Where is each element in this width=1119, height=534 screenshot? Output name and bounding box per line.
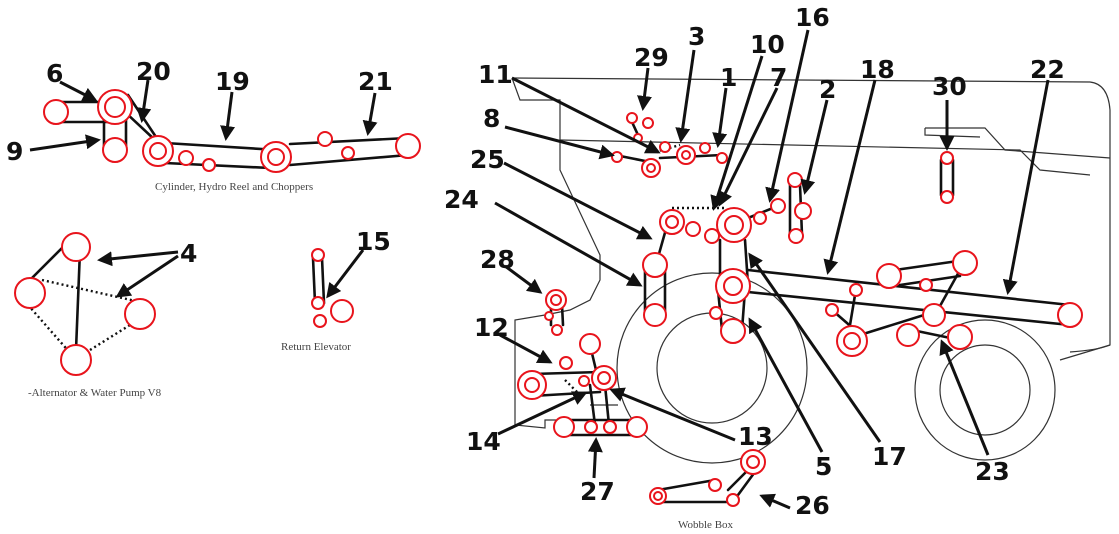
label-3: 3 xyxy=(688,22,705,51)
label-23: 23 xyxy=(975,457,1010,486)
label-30: 30 xyxy=(932,72,967,101)
leader-arrows xyxy=(29,29,1050,510)
label-11: 11 xyxy=(478,60,513,89)
label-29: 29 xyxy=(634,43,669,72)
captions: Cylinder, Hydro Reel and Choppers -Alter… xyxy=(28,181,734,531)
label-9: 9 xyxy=(6,137,23,166)
caption-cylinder: Cylinder, Hydro Reel and Choppers xyxy=(155,181,313,193)
pulleys xyxy=(14,89,1083,507)
caption-wobble-box: Wobble Box xyxy=(678,519,734,531)
label-16: 16 xyxy=(795,3,830,32)
label-22: 22 xyxy=(1030,55,1065,84)
label-25: 25 xyxy=(470,145,505,174)
caption-return-elevator: Return Elevator xyxy=(281,341,351,353)
label-26: 26 xyxy=(795,491,830,520)
label-15: 15 xyxy=(356,227,391,256)
label-6: 6 xyxy=(46,59,63,88)
label-14: 14 xyxy=(466,427,501,456)
label-20: 20 xyxy=(136,57,171,86)
label-21: 21 xyxy=(358,67,393,96)
label-8: 8 xyxy=(483,104,500,133)
label-10: 10 xyxy=(750,30,785,59)
label-2: 2 xyxy=(819,75,836,104)
label-13: 13 xyxy=(738,422,773,451)
label-1: 1 xyxy=(720,63,737,92)
label-19: 19 xyxy=(215,67,250,96)
label-12: 12 xyxy=(474,313,509,342)
label-24: 24 xyxy=(444,185,479,214)
caption-alternator: -Alternator & Water Pump V8 xyxy=(28,387,162,399)
label-27: 27 xyxy=(580,477,615,506)
label-17: 17 xyxy=(872,442,907,471)
label-5: 5 xyxy=(815,452,832,481)
label-4: 4 xyxy=(180,239,197,268)
label-7: 7 xyxy=(770,63,787,92)
label-18: 18 xyxy=(860,55,895,84)
belts xyxy=(27,93,1072,504)
combine-outline xyxy=(511,77,1111,464)
label-28: 28 xyxy=(480,245,515,274)
part-numbers: 6 20 19 21 9 4 15 11 8 25 24 29 3 1 10 7… xyxy=(6,3,1065,520)
